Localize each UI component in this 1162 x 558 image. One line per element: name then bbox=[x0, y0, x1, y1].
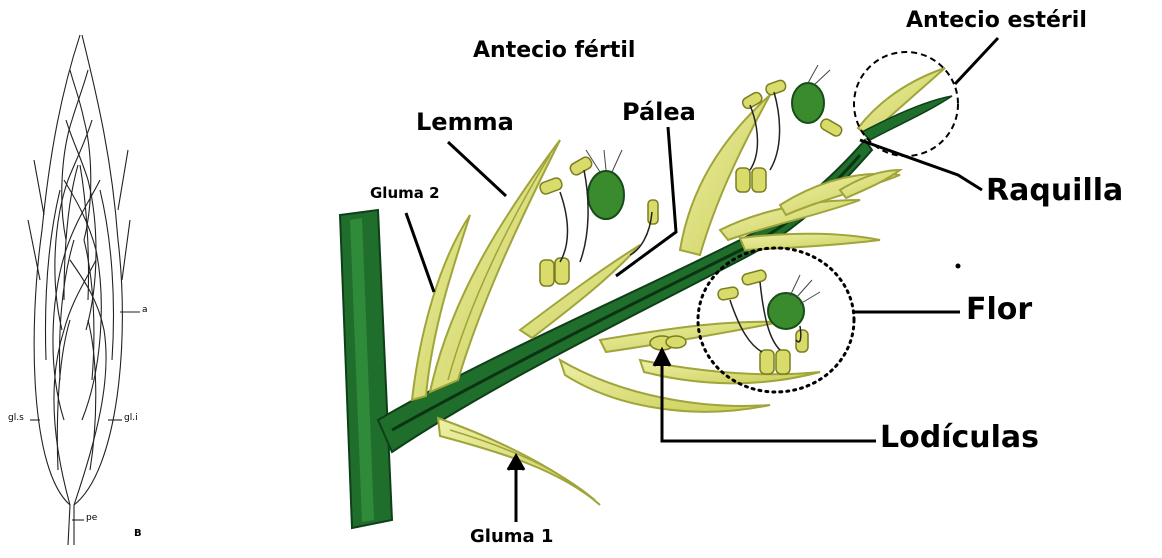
label-flor: Flor bbox=[966, 292, 1032, 327]
label-lodiculas: Lodículas bbox=[880, 420, 1039, 455]
label-lemma: Lemma bbox=[416, 108, 514, 136]
label-antecio-fertil: Antecio fértil bbox=[473, 38, 635, 63]
label-raquilla: Raquilla bbox=[986, 173, 1123, 208]
label-gluma-1: Gluma 1 bbox=[470, 526, 553, 547]
label-antecio-esteril: Antecio estéril bbox=[906, 8, 1087, 33]
label-gluma-2: Gluma 2 bbox=[370, 184, 440, 202]
label-palea: Pálea bbox=[622, 98, 696, 126]
